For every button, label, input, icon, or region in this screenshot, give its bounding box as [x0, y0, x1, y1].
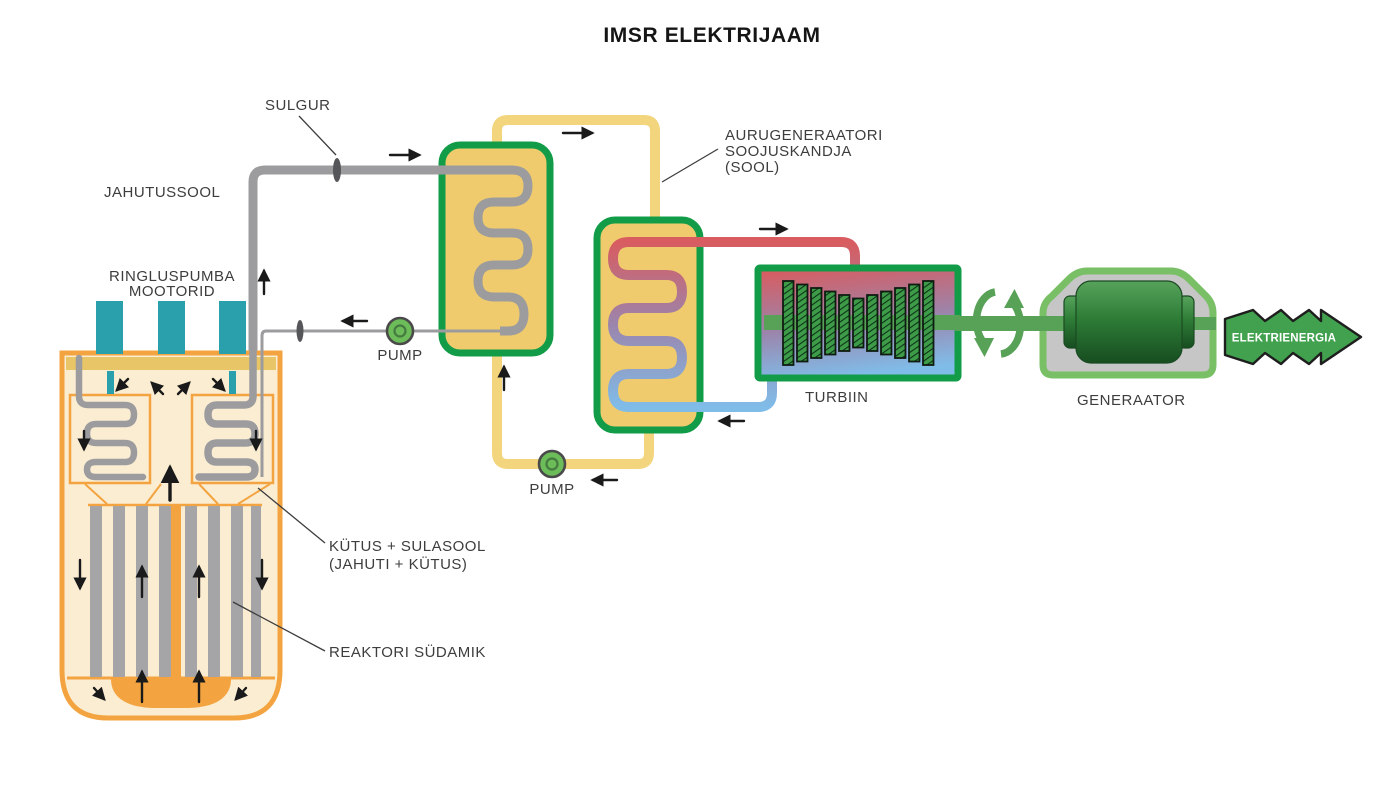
fuel-channels: [90, 506, 261, 677]
core-funnel-lines: [84, 483, 271, 505]
rotor: [1075, 280, 1183, 364]
secondary-salt-loop: [492, 115, 660, 469]
shutoff-valve: [333, 158, 341, 182]
electric-energy-arrow: ELEKTRIENERGIA: [1223, 308, 1363, 366]
reactor-vessel: [59, 301, 283, 721]
sulgur-leader: [298, 115, 337, 156]
return-valve: [296, 320, 304, 342]
internal-hx-box-right: [190, 393, 275, 485]
pump-motor: [96, 301, 123, 354]
soojuskandja-label-line1: AURUGENERAATORI: [725, 127, 883, 144]
coolant-salt-loop: [248, 165, 533, 356]
flow-arrow: [115, 377, 130, 392]
reaktori-leader: [232, 601, 326, 652]
flow-arrow: [92, 686, 106, 701]
sulgur-label: SULGUR: [265, 97, 331, 114]
ringluspumba-label-line2: MOOTORID: [129, 283, 215, 300]
coolant-supply-pipe: [248, 165, 533, 356]
pump-shaft-rod: [229, 371, 236, 394]
flow-arrow: [211, 377, 226, 392]
flow-arrow: [234, 686, 248, 701]
soojuskandja-label-line3: (SOOL): [725, 159, 780, 176]
generaator-label: GENERAATOR: [1077, 392, 1186, 409]
turbiin-label: TURBIIN: [805, 389, 869, 406]
circulation-pump-motors: [96, 301, 246, 394]
energy-arrow-label: ELEKTRIENERGIA: [1232, 333, 1336, 345]
salt-pipe-cold-run: [492, 350, 654, 469]
reaktori-sudamik-label: REAKTORI SÜDAMIK: [329, 643, 486, 661]
soojuskandja-leader: [661, 148, 719, 183]
pump-shaft-rod: [107, 371, 114, 394]
kutus-label-line1: KÜTUS + SULASOOL: [329, 537, 486, 555]
ringluspumba-label-line1: RINGLUSPUMBA: [109, 268, 235, 285]
primary-loop-pump: [385, 316, 415, 346]
kutus-leader: [257, 487, 326, 544]
kutus-label-line2: (JAHUTI + KÜTUS): [329, 555, 467, 573]
shaft-rotation-icon: [972, 288, 1025, 358]
turbine: [754, 264, 962, 382]
primary-pump-label: PUMP: [377, 347, 422, 364]
secondary-pump-label: PUMP: [529, 481, 574, 498]
core-center-column: [171, 506, 181, 678]
energy-arrow-shape: [1223, 308, 1363, 366]
steam-water-loop: [607, 237, 860, 412]
internal-hx-box-left: [68, 393, 152, 485]
shaft-stub: [1192, 317, 1216, 330]
generator: [955, 267, 1217, 379]
leader-lines: [232, 115, 719, 652]
lower-drain-dome: [111, 679, 231, 708]
vessel-top-band: [66, 357, 276, 370]
pump-motor: [158, 301, 185, 354]
secondary-loop-pump: [537, 449, 567, 479]
flow-arrow: [176, 381, 191, 396]
pump-motor: [219, 301, 246, 354]
soojuskandja-label-line2: SOOJUSKANDJA: [725, 143, 852, 160]
diagram-title: IMSR ELEKTRIJAAM: [603, 24, 820, 47]
reactor-core: [84, 483, 271, 678]
jahutussool-label: JAHUTUSSOOL: [104, 184, 220, 201]
flow-arrows: [73, 126, 789, 704]
primary-heat-exchanger: [438, 141, 554, 357]
salt-pipe-hot-run: [492, 115, 660, 228]
coolant-return-pipe: [260, 329, 502, 352]
turbine-blades: [782, 280, 935, 366]
flow-arrow: [150, 381, 165, 396]
